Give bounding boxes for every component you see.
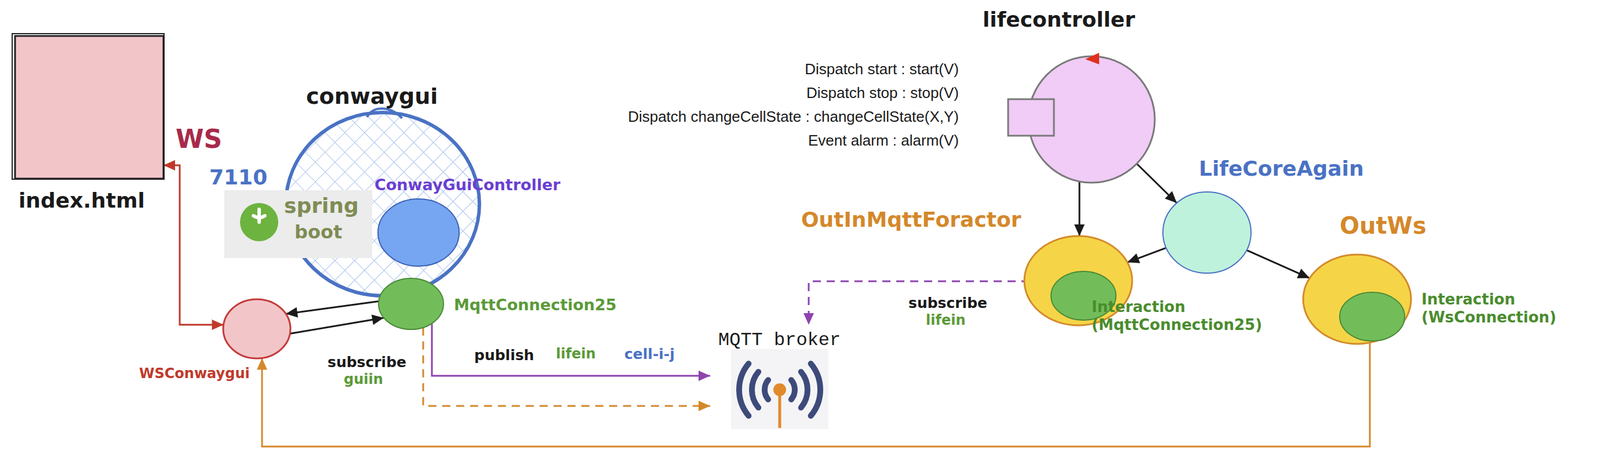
node-label: lifecontroller	[982, 6, 1136, 32]
node-outline	[1028, 56, 1155, 183]
node-outline	[377, 198, 460, 267]
topic-label: guiin	[343, 371, 384, 388]
socket-circle: WSConwaygui	[223, 299, 291, 359]
arrowhead	[698, 400, 711, 412]
node-label: Interaction (MqttConnection25)	[1091, 297, 1263, 334]
connector	[289, 314, 384, 334]
node-outline	[378, 278, 444, 330]
action-label: subscribe	[908, 294, 988, 312]
message-label: Dispatch start : start(V)	[804, 60, 959, 79]
connector	[423, 327, 711, 412]
node-outline	[223, 299, 291, 359]
arrowhead	[212, 319, 224, 330]
node-label: MqttConnection25	[453, 295, 617, 315]
node-outline	[1162, 191, 1252, 274]
connector	[256, 342, 1370, 447]
arrowhead	[803, 313, 814, 325]
connector-line	[163, 165, 224, 325]
actor-circle: OutWsInteraction (WsConnection)	[1303, 254, 1412, 344]
connection-ellipse: MqttConnection25	[378, 278, 444, 330]
actor-circle: lifecontroller	[1028, 56, 1155, 183]
topic-label: lifein	[925, 311, 966, 329]
arrowhead	[256, 357, 268, 370]
topic-label: lifein	[555, 345, 596, 363]
node-outline	[1339, 292, 1405, 341]
arrowhead	[1127, 253, 1141, 264]
node-label: OutWs	[1339, 211, 1427, 240]
node-label: conwaygui	[306, 83, 438, 111]
logo-text: spring	[284, 193, 359, 218]
action-label: subscribe	[327, 353, 407, 372]
connector	[1127, 247, 1167, 263]
message-label: Event alarm : alarm(V)	[808, 131, 959, 150]
page-box: index.html	[15, 35, 164, 179]
interaction-ellipse: Interaction (MqttConnection25)	[1051, 271, 1116, 320]
action-label: publish	[474, 346, 534, 365]
logo-text: boot	[294, 220, 343, 243]
connector	[1074, 181, 1085, 236]
protocol-label: WS	[175, 124, 223, 155]
node-label: WSConwaygui	[139, 365, 250, 383]
arrowhead	[163, 160, 176, 171]
arrowhead	[1296, 268, 1310, 278]
actor-circle: LifeCoreAgain	[1162, 191, 1252, 274]
arrowhead	[698, 370, 711, 381]
node-label: ConwayGuiController	[374, 175, 561, 195]
node-label: Interaction (WsConnection)	[1421, 290, 1557, 327]
topic-label: cell-i-j	[624, 345, 675, 363]
node-label: index.html	[18, 187, 145, 213]
connector-line	[431, 323, 711, 376]
node-outline	[15, 35, 164, 179]
connector	[431, 323, 711, 381]
connector	[1136, 163, 1177, 203]
connector-line	[289, 317, 384, 334]
port-label: 7110	[209, 164, 268, 190]
node-label: LifeCoreAgain	[1198, 155, 1365, 181]
controller-ellipse: ConwayGuiController	[377, 198, 460, 267]
message-label: Dispatch changeCellState : changeCellSta…	[627, 107, 959, 126]
connector-line	[262, 342, 1370, 447]
node-label: OutInMqttForactor	[801, 206, 1021, 232]
connector	[1246, 249, 1311, 278]
arrowhead	[1164, 191, 1177, 203]
connector-line	[1246, 249, 1311, 278]
connector-line	[1136, 163, 1177, 203]
connector	[285, 301, 379, 318]
actor-circle: OutInMqttForactorInteraction (MqttConnec…	[1024, 235, 1133, 326]
connector-line	[423, 327, 711, 406]
message-label: Dispatch stop : stop(V)	[806, 84, 959, 103]
broker-icon: MQTT broker	[710, 324, 850, 431]
interaction-ellipse: Interaction (WsConnection)	[1339, 292, 1405, 341]
node-label: MQTT broker	[718, 329, 841, 352]
connector-line	[285, 301, 379, 315]
arrowhead	[1074, 224, 1085, 236]
